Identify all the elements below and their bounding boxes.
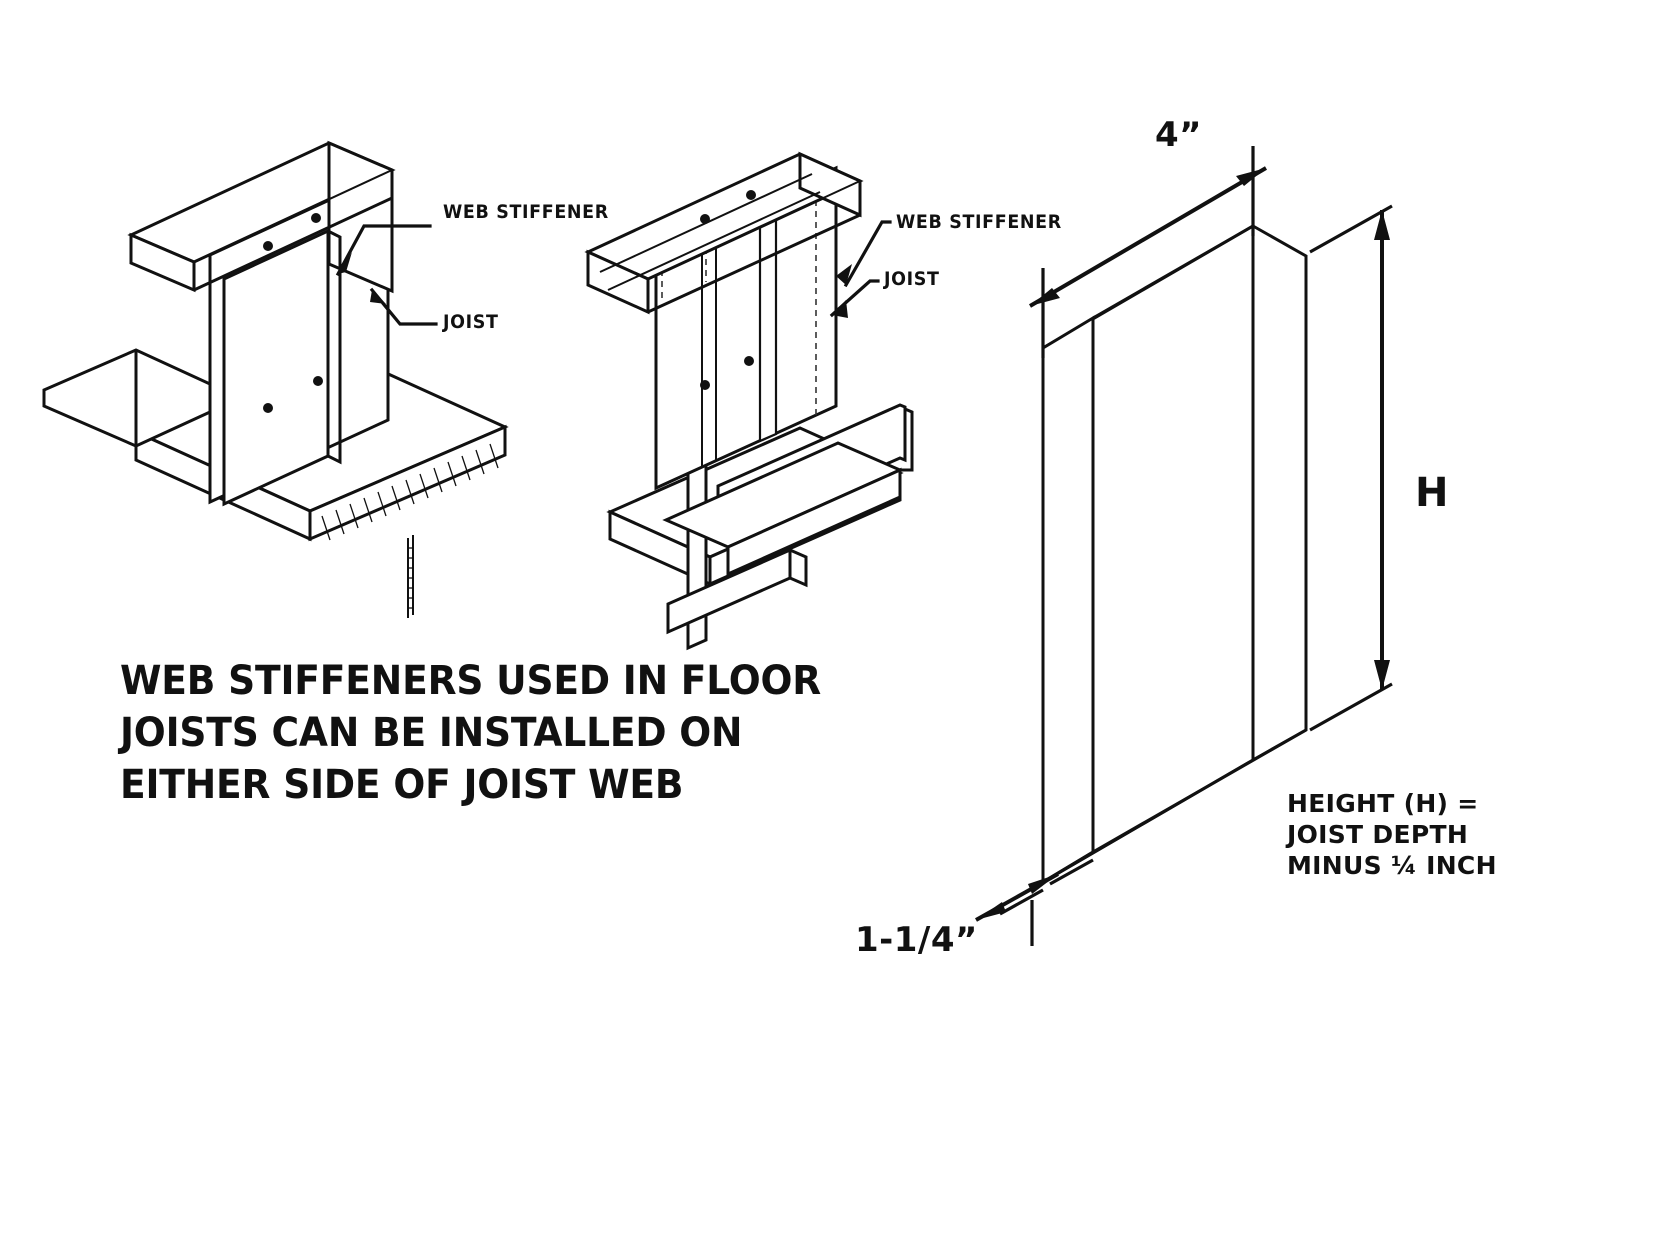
left-isometric-figure bbox=[42, 140, 509, 618]
left-fastener-2 bbox=[263, 241, 273, 251]
middle-fastener-4 bbox=[700, 380, 710, 390]
right-isometric-figure bbox=[975, 146, 1393, 946]
middle-web-stiffener-arrow bbox=[836, 264, 852, 285]
height-formula-note: HEIGHT (H) = JOIST DEPTH MINUS ¼ INCH bbox=[1287, 788, 1497, 881]
left-top-flange-front bbox=[327, 140, 394, 294]
middle-cross-flange-front bbox=[726, 467, 902, 577]
middle-web-stiffener-plate bbox=[758, 194, 778, 443]
height-note-line-1: HEIGHT (H) = bbox=[1287, 789, 1479, 818]
middle-fastener-2 bbox=[700, 214, 710, 224]
stiffener-top-fold bbox=[1092, 224, 1254, 320]
main-caption: WEB STIFFENERS USED IN FLOOR JOISTS CAN … bbox=[120, 655, 891, 811]
dim-125-ext-a bbox=[999, 888, 1044, 916]
left-web-stiffener-plate bbox=[222, 228, 330, 507]
left-kerf-hatching bbox=[408, 547, 413, 609]
middle-top-flange-underside bbox=[647, 213, 861, 314]
dim-4in-arrow-left bbox=[1030, 288, 1060, 306]
dimension-label-height: H bbox=[1415, 470, 1449, 516]
stiffener-return-face bbox=[1251, 223, 1308, 763]
left-fastener-4 bbox=[263, 403, 273, 413]
dim-125-ext-b bbox=[1049, 858, 1094, 886]
dim-h-ext-top bbox=[1309, 204, 1393, 254]
dimension-label-width: 4” bbox=[1155, 115, 1203, 155]
dim-4in-arrow-right bbox=[1236, 168, 1266, 186]
left-web-stiffener-leader bbox=[335, 224, 432, 277]
middle-isometric-figure bbox=[584, 151, 914, 651]
height-note-line-3: MINUS ¼ INCH bbox=[1287, 851, 1497, 880]
dim-h-arrow-bottom bbox=[1374, 660, 1390, 690]
dim-125-arrow-left bbox=[976, 902, 1006, 920]
caption-line-3: EITHER SIDE OF JOIST WEB bbox=[120, 762, 684, 808]
left-joist-arrow bbox=[370, 290, 386, 304]
dim-4in-line bbox=[1028, 166, 1268, 308]
caption-line-2: JOISTS CAN BE INSTALLED ON bbox=[120, 710, 743, 756]
dim-h-ext-bottom bbox=[1309, 682, 1393, 732]
middle-fastener-3 bbox=[744, 356, 754, 366]
left-top-flange-underside bbox=[193, 196, 393, 292]
left-fastener-1 bbox=[311, 213, 321, 223]
height-note-line-2: JOIST DEPTH bbox=[1287, 820, 1469, 849]
middle-web-stiffener-leader bbox=[843, 220, 892, 288]
dim-125-arrow-right bbox=[1028, 874, 1058, 894]
left-web-stiffener-arrow bbox=[338, 252, 352, 274]
left-stiffener-right-edge bbox=[327, 229, 342, 465]
callout-left-web-stiffener: WEB STIFFENER bbox=[443, 201, 609, 223]
left-flange-edge-hatching bbox=[321, 443, 499, 541]
callout-left-joist: JOIST bbox=[443, 311, 499, 333]
stiffener-left-thickness bbox=[1041, 315, 1095, 885]
dimension-label-thickness: 1-1/4” bbox=[855, 920, 978, 960]
left-fastener-3 bbox=[313, 376, 323, 386]
stiffener-bottom-thickness bbox=[1042, 728, 1307, 884]
callout-middle-web-stiffener: WEB STIFFENER bbox=[896, 211, 1062, 233]
caption-line-1: WEB STIFFENERS USED IN FLOOR bbox=[120, 658, 822, 704]
middle-joist-arrow bbox=[832, 300, 848, 318]
callout-middle-joist: JOIST bbox=[884, 268, 940, 290]
middle-fastener-1 bbox=[746, 190, 756, 200]
dim-h-arrow-top bbox=[1374, 210, 1390, 240]
